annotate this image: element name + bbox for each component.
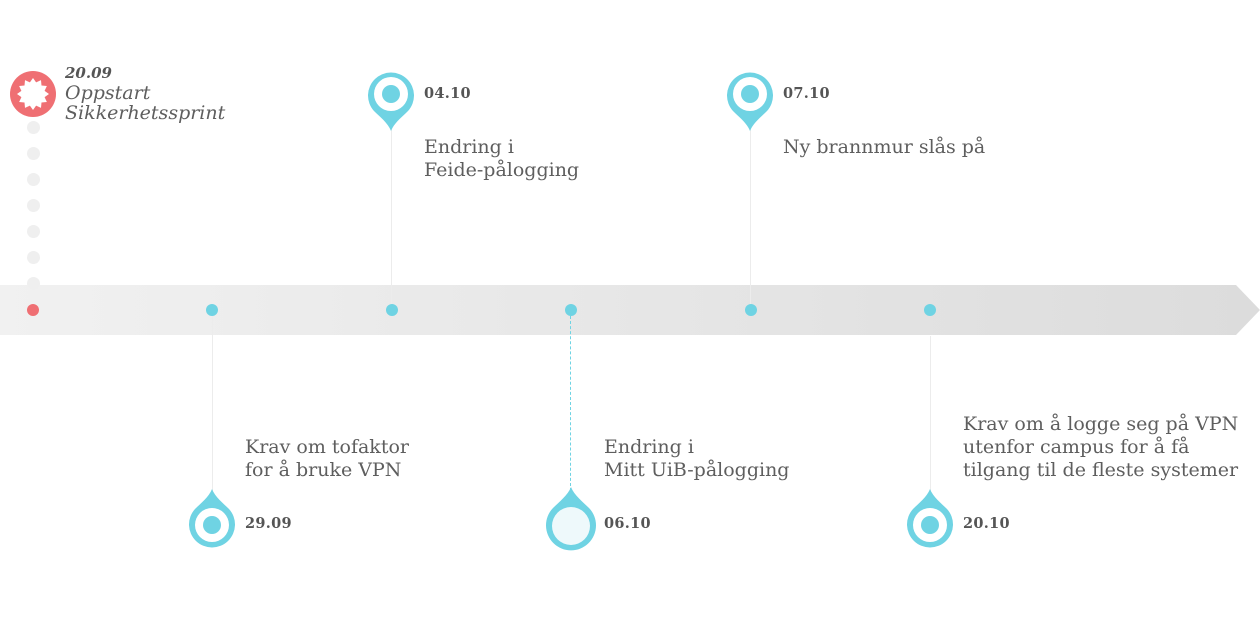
- connector-line: [930, 336, 931, 491]
- start-event-date: 20.09: [65, 64, 112, 82]
- start-dotted-line-dot: [27, 251, 40, 264]
- event-marker-07-10[interactable]: [727, 71, 773, 131]
- axis-dot-04-10[interactable]: [386, 304, 398, 316]
- event-description-line: Krav om å logge seg på VPN: [963, 413, 1239, 435]
- event-description-06-10: Endring i Mitt UiB-pålogging: [604, 436, 789, 482]
- timeline-arrow-band: [0, 285, 1260, 335]
- event-date-06-10: 06.10: [604, 515, 651, 532]
- start-dotted-line-dot: [27, 225, 40, 238]
- axis-dot-29-09[interactable]: [206, 304, 218, 316]
- start-event-title-line2: Sikkerhetssprint: [65, 102, 226, 124]
- event-date-20-10: 20.10: [963, 515, 1010, 532]
- axis-dot-06-10[interactable]: [565, 304, 577, 316]
- event-description-line: Endring i: [424, 136, 514, 158]
- start-event-title-line1: Oppstart: [65, 82, 151, 104]
- drop-pin-icon: [907, 489, 953, 548]
- event-description-line: Mitt UiB-pålogging: [604, 459, 790, 481]
- start-event-label: 20.09 Oppstart Sikkerhetssprint: [65, 63, 225, 123]
- event-date-04-10: 04.10: [424, 85, 471, 102]
- starburst-icon: [10, 71, 56, 117]
- axis-dot-start[interactable]: [27, 304, 39, 316]
- event-description-line: Feide-pålogging: [424, 159, 580, 181]
- map-pin-icon: [727, 72, 773, 131]
- start-dotted-line-dot: [27, 173, 40, 186]
- connector-line: [750, 128, 751, 304]
- event-marker-04-10[interactable]: [368, 71, 414, 131]
- map-pin-icon: [368, 72, 414, 131]
- event-date-29-09: 29.09: [245, 515, 292, 532]
- event-description-line: Endring i: [604, 436, 694, 458]
- event-description-line: utenfor campus for å få: [963, 436, 1190, 458]
- connector-line: [391, 128, 392, 304]
- event-marker-06-10-active[interactable]: [546, 487, 596, 551]
- axis-dot-20-10[interactable]: [924, 304, 936, 316]
- start-dotted-line-dot: [27, 121, 40, 134]
- event-marker-20-10[interactable]: [907, 489, 953, 549]
- start-dotted-line-dot: [27, 277, 40, 290]
- event-description-line: Ny brannmur slås på: [783, 136, 986, 158]
- start-dotted-line-dot: [27, 147, 40, 160]
- start-dotted-line-dot: [27, 199, 40, 212]
- start-marker[interactable]: [10, 71, 56, 117]
- connector-line-active: [570, 316, 571, 491]
- event-description-04-10: Endring i Feide-pålogging: [424, 136, 579, 182]
- drop-pin-active-icon: [546, 487, 596, 551]
- event-marker-29-09[interactable]: [189, 489, 235, 549]
- event-description-20-10: Krav om å logge seg på VPN utenfor campu…: [963, 413, 1238, 482]
- event-description-line: Krav om tofaktor: [245, 436, 409, 458]
- drop-pin-icon: [189, 489, 235, 548]
- event-description-29-09: Krav om tofaktor for å bruke VPN: [245, 436, 409, 482]
- event-description-line: tilgang til de fleste systemer: [963, 459, 1239, 481]
- axis-dot-07-10[interactable]: [745, 304, 757, 316]
- event-description-line: for å bruke VPN: [245, 459, 402, 481]
- event-date-07-10: 07.10: [783, 85, 830, 102]
- connector-line: [212, 316, 213, 491]
- event-description-07-10: Ny brannmur slås på: [783, 136, 985, 159]
